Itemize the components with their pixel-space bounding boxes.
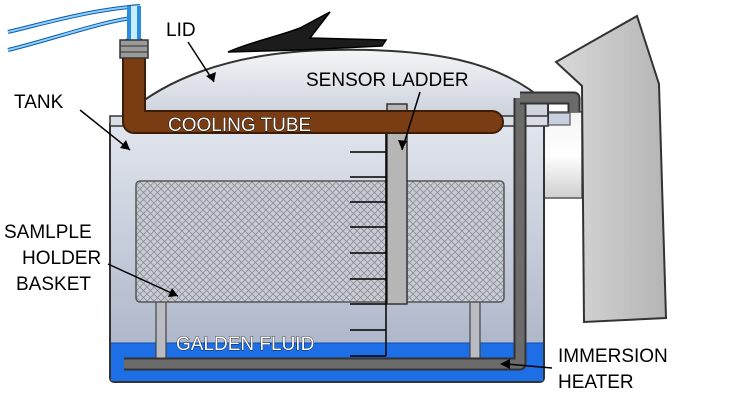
side-panel: [554, 14, 668, 324]
label-immersion-heater-1: IMMERSION: [558, 346, 668, 367]
hose-fitting: [119, 39, 149, 59]
basket-leg-left: [155, 299, 167, 367]
sensor-ladder-leader: [401, 91, 421, 151]
label-immersion-heater-2: HEATER: [558, 372, 634, 393]
basket-leader: [107, 263, 179, 297]
label-sample-holder-2: HOLDER: [22, 248, 101, 269]
lid: [115, 48, 549, 123]
label-galden-fluid: GALDEN FLUID: [176, 334, 314, 355]
tank-arrow: [120, 140, 130, 150]
sensor-ladder: [350, 103, 408, 357]
cooling-hose: [7, 4, 141, 52]
label-sample-holder-1: SAMLPLE: [4, 222, 92, 243]
lid-arrow: [206, 72, 216, 82]
tank-leader: [79, 109, 131, 151]
sample-holder-basket: [135, 180, 505, 303]
label-tank: TANK: [14, 92, 64, 113]
label-sample-holder-3: BASKET: [16, 274, 91, 295]
heater-leader: [505, 363, 553, 369]
cooling-tube: [122, 36, 504, 134]
basket-arrow: [168, 288, 178, 297]
lid-handle: [227, 11, 388, 53]
label-sensor-ladder: SENSOR LADDER: [306, 70, 469, 91]
sensor-ladder-arrow: [398, 140, 407, 150]
label-lid: LID: [166, 20, 196, 41]
heater-arrow: [500, 359, 510, 369]
basket-leg-right: [469, 299, 481, 367]
label-cooling-tube: COOLING TUBE: [168, 115, 311, 136]
